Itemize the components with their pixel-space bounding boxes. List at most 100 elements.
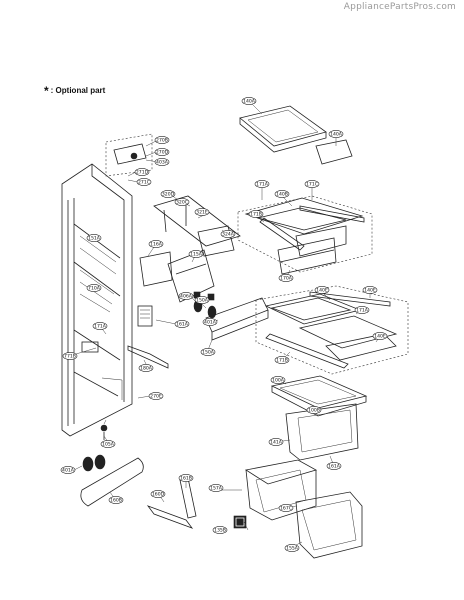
svg-text:140E: 140E — [316, 288, 328, 294]
callout-167c: 167C — [278, 504, 294, 512]
callout-140e: 140E — [372, 332, 388, 340]
svg-text:141A: 141A — [270, 440, 283, 446]
svg-text:320C: 320C — [176, 200, 188, 206]
svg-text:100A: 100A — [272, 378, 285, 384]
callout-171b: 171B — [274, 356, 290, 364]
optional-mark: * — [44, 84, 49, 98]
callout-151a: 151A — [86, 234, 102, 242]
svg-text:116A: 116A — [150, 242, 163, 248]
svg-text:710A: 710A — [88, 286, 101, 292]
callout-270e: 270E — [148, 392, 164, 400]
callout-170a: 170A — [278, 274, 294, 282]
callout-160b: 160B — [108, 496, 124, 504]
svg-text:771B: 771B — [64, 354, 76, 360]
callout-401a: 401A — [202, 318, 218, 326]
svg-text:161A: 161A — [328, 464, 341, 470]
callout-324a: 324A — [220, 230, 236, 238]
callout-100b: 100B — [306, 406, 322, 414]
callout-140b: 140B — [274, 190, 290, 198]
svg-text:171A: 171A — [256, 182, 269, 188]
callout-171a: 171A — [92, 322, 108, 330]
svg-text:270B: 270B — [156, 138, 168, 144]
callout-161a: 161A — [174, 320, 190, 328]
svg-text:140A: 140A — [330, 132, 343, 138]
svg-text:270D: 270D — [156, 150, 169, 156]
svg-text:150A: 150A — [196, 298, 209, 304]
lower-left-parts — [80, 424, 197, 529]
callout-406a: 406A — [178, 292, 194, 300]
svg-text:324A: 324A — [222, 232, 235, 238]
callout-270d: 270D — [154, 148, 170, 156]
callout-157a: 157A — [208, 484, 224, 492]
callout-150a: 150A — [200, 348, 216, 356]
callout-160d: 160D — [150, 490, 166, 498]
svg-text:321E: 321E — [196, 210, 208, 216]
callout-401a: 401A — [60, 466, 76, 474]
svg-text:171A: 171A — [94, 324, 107, 330]
svg-text:140E: 140E — [374, 334, 386, 340]
callout-171a: 171A — [254, 180, 270, 188]
svg-text:100B: 100B — [308, 408, 320, 414]
svg-text:115A: 115A — [190, 252, 203, 258]
callout-271c: 271C — [136, 178, 152, 186]
callout-271d: 271D — [134, 168, 150, 176]
svg-text:140B: 140B — [276, 192, 288, 198]
svg-text:171B: 171B — [276, 358, 288, 364]
callout-320c: 320C — [174, 198, 190, 206]
callout-140a: 140A — [328, 130, 344, 138]
callout-171a: 171A — [354, 306, 370, 314]
svg-text:161B: 161B — [180, 476, 192, 482]
svg-text:161A: 161A — [176, 322, 189, 328]
callout-180a: 180A — [138, 364, 154, 372]
svg-text:171C: 171C — [306, 182, 318, 188]
callout-115a: 115A — [188, 250, 204, 258]
leader-lines — [73, 100, 381, 547]
callout-140e: 140E — [362, 286, 378, 294]
svg-text:140E: 140E — [364, 288, 376, 294]
svg-text:180A: 180A — [140, 366, 153, 372]
lamp-assembly — [127, 297, 269, 369]
svg-text:140A: 140A — [243, 99, 256, 105]
svg-text:151A: 151A — [88, 236, 101, 242]
callout-171c: 171C — [304, 180, 320, 188]
callout-140a: 140A — [241, 97, 257, 105]
svg-text:170A: 170A — [280, 276, 293, 282]
svg-text:167C: 167C — [280, 506, 292, 512]
callout-105a: 105A — [100, 440, 116, 448]
callout-403a: 403A — [154, 158, 170, 166]
callout-135b: 135B — [212, 526, 228, 534]
svg-text:406A: 406A — [180, 294, 193, 300]
callout-320d: 320D — [160, 190, 176, 198]
callout-141a: 141A — [268, 438, 284, 446]
callout-150a: 150A — [194, 296, 210, 304]
callout-161a: 161A — [326, 462, 342, 470]
svg-text:320D: 320D — [162, 192, 175, 198]
svg-text:401A: 401A — [204, 320, 217, 326]
svg-text:150A: 150A — [202, 350, 215, 356]
svg-text:403A: 403A — [156, 160, 169, 166]
svg-text:171B: 171B — [250, 212, 262, 218]
callout-321e: 321E — [194, 208, 210, 216]
svg-text:270E: 270E — [150, 394, 162, 400]
refrigerator-cabinet — [61, 163, 133, 437]
svg-text:105A: 105A — [102, 442, 115, 448]
callout-771b: 771B — [62, 352, 78, 360]
optional-part-legend: *: Optional part — [44, 84, 105, 98]
callout-270b: 270B — [154, 136, 170, 144]
bottom-bins — [233, 459, 363, 559]
svg-text:157A: 157A — [210, 486, 223, 492]
callout-100a: 100A — [270, 376, 286, 384]
svg-text:401A: 401A — [62, 468, 75, 474]
upper-shelf-assembly — [237, 195, 373, 275]
svg-text:171A: 171A — [356, 308, 369, 314]
svg-text:135B: 135B — [214, 528, 226, 534]
optional-part-label: : Optional part — [50, 86, 106, 95]
callout-161b: 161B — [178, 474, 194, 482]
svg-text:160D: 160D — [152, 492, 165, 498]
callout-labels: 140A 140A 171A 171C 140B 171B 170A 140E … — [60, 97, 388, 552]
svg-text:271D: 271D — [136, 170, 149, 176]
callout-140e: 140E — [314, 286, 330, 294]
watermark: AppliancePartsPros.com — [343, 2, 456, 12]
control-assembly — [105, 133, 241, 319]
